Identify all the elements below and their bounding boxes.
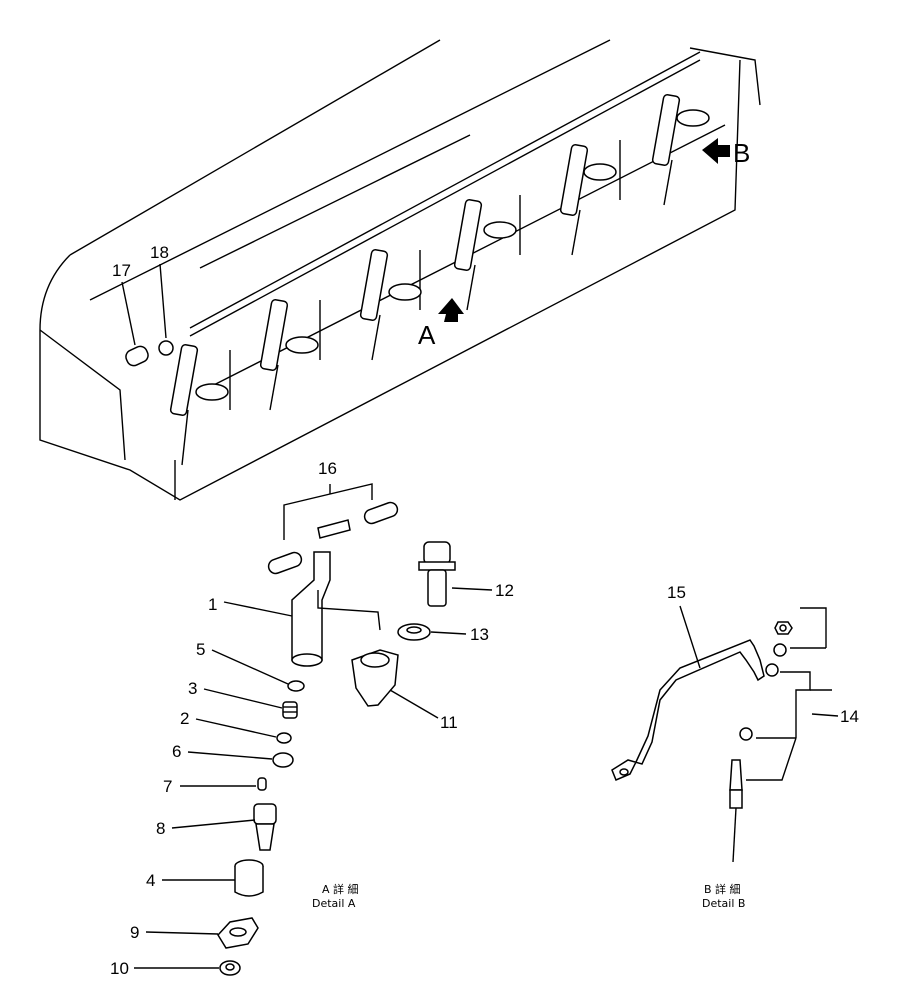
part-17-sleeve bbox=[125, 345, 149, 367]
injector-1 bbox=[169, 344, 229, 466]
part-6-spacer bbox=[272, 752, 294, 768]
callout-4: 4 bbox=[146, 871, 155, 890]
arrow-icon bbox=[702, 138, 730, 164]
callout-14: 14 bbox=[840, 707, 859, 726]
callout-8: 8 bbox=[156, 819, 165, 838]
part-2-shim bbox=[276, 732, 292, 744]
injector-2 bbox=[259, 299, 319, 411]
detail-b-caption-en: Detail B bbox=[702, 897, 745, 910]
fuel-leak-rail bbox=[189, 51, 701, 337]
callout-5: 5 bbox=[196, 640, 205, 659]
callout-17: 17 bbox=[112, 261, 131, 280]
part-15-bracket bbox=[611, 639, 765, 781]
callout-13: 13 bbox=[470, 625, 489, 644]
view-label-a: A bbox=[418, 320, 436, 350]
callout-12: 12 bbox=[495, 581, 514, 600]
injector-3 bbox=[359, 249, 422, 361]
callout-7: 7 bbox=[163, 777, 172, 796]
part-16-tube-right bbox=[363, 501, 399, 525]
part-14-nut bbox=[774, 621, 793, 635]
callout-9: 9 bbox=[130, 923, 139, 942]
part-16-tube-left bbox=[267, 551, 303, 575]
part-1-injector-body bbox=[291, 551, 331, 661]
part-16-tee bbox=[317, 519, 351, 539]
injector-5 bbox=[559, 144, 617, 256]
callout-2: 2 bbox=[180, 709, 189, 728]
view-arrow-a: A bbox=[418, 298, 464, 350]
part-8-nozzle bbox=[253, 803, 277, 851]
callout-3: 3 bbox=[188, 679, 197, 698]
detail-a-caption-en: Detail A bbox=[312, 897, 356, 910]
part-12-bolt bbox=[418, 541, 456, 607]
part-13-seat bbox=[397, 623, 431, 641]
callout-10: 10 bbox=[110, 959, 129, 978]
part-14-washer bbox=[765, 663, 779, 677]
part-14-glow-plug bbox=[729, 759, 743, 863]
part-4-retaining-nut bbox=[234, 859, 264, 897]
part-10-seal bbox=[219, 960, 241, 976]
view-label-b: B bbox=[733, 138, 750, 168]
part-14-lower-washer bbox=[739, 727, 753, 741]
part-7-pin bbox=[257, 777, 267, 791]
arrow-icon bbox=[438, 298, 464, 322]
part-14-lock-washer bbox=[773, 643, 787, 657]
injector-4 bbox=[453, 199, 517, 311]
callout-11: 11 bbox=[440, 713, 458, 732]
callout-18: 18 bbox=[150, 243, 169, 262]
part-9-gasket bbox=[217, 917, 259, 949]
callout-1: 1 bbox=[208, 595, 217, 614]
detail-b: 15 14 B 詳 細 Detail B bbox=[611, 583, 859, 910]
callout-15: 15 bbox=[667, 583, 686, 602]
view-arrow-b: B bbox=[702, 138, 750, 168]
callout-16: 16 bbox=[318, 459, 337, 478]
detail-a-caption-jp: A 詳 細 bbox=[322, 882, 359, 896]
cylinder-head bbox=[39, 39, 761, 501]
detail-a: 16 1 11 12 13 bbox=[110, 459, 514, 978]
injector-row bbox=[169, 94, 710, 466]
part-5-washer bbox=[287, 680, 305, 692]
part-3-spring bbox=[282, 701, 298, 719]
detail-b-caption-jp: B 詳 細 bbox=[704, 882, 741, 896]
part-18-clip bbox=[158, 340, 174, 356]
callout-6: 6 bbox=[172, 742, 181, 761]
injector-6 bbox=[651, 94, 710, 206]
